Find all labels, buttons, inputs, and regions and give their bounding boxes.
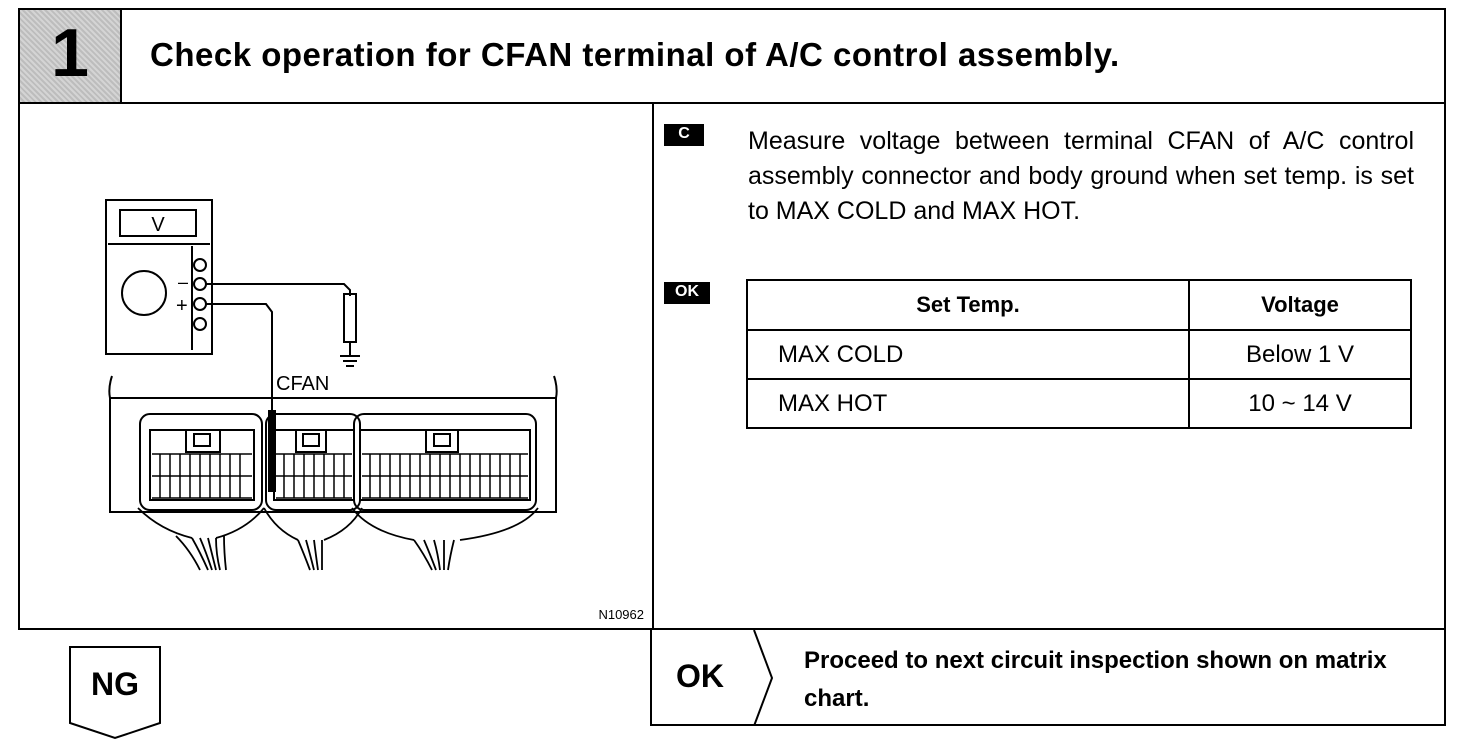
voltmeter-dial bbox=[121, 270, 167, 316]
main-panel: V – + CFAN N10962 bbox=[18, 104, 1446, 630]
spec-table: Set Temp. Voltage MAX COLD Below 1 V MAX… bbox=[746, 279, 1412, 429]
page-title: Check operation for CFAN terminal of A/C… bbox=[150, 36, 1120, 73]
ok-result-box bbox=[650, 630, 1446, 726]
step-number-box: 1 bbox=[20, 10, 122, 102]
column-header-voltage: Voltage bbox=[1188, 279, 1412, 331]
table-header-row: Set Temp. Voltage bbox=[746, 279, 1412, 331]
title-bar: 1 Check operation for CFAN terminal of A… bbox=[18, 8, 1446, 104]
panel-divider bbox=[652, 104, 654, 628]
ng-result-badge bbox=[69, 646, 161, 740]
voltmeter-body bbox=[105, 199, 213, 355]
meter-minus-label: – bbox=[178, 272, 188, 292]
voltmeter-display bbox=[119, 209, 197, 237]
ok-next-step-text: Proceed to next circuit inspection shown… bbox=[804, 647, 1387, 712]
ng-label: NG bbox=[91, 666, 139, 702]
cfan-probe bbox=[268, 410, 276, 492]
ground-probe bbox=[343, 293, 357, 343]
table-row: MAX HOT 10 ~ 14 V bbox=[746, 378, 1412, 429]
cell-voltage: Below 1 V bbox=[1188, 329, 1412, 380]
column-header-set-temp: Set Temp. bbox=[746, 279, 1190, 331]
instruction-text: Measure voltage between terminal CFAN of… bbox=[748, 127, 1414, 225]
wiring-illustration: V – + CFAN N10962 bbox=[20, 104, 652, 628]
voltmeter-connector-diagram: V – + CFAN bbox=[105, 199, 558, 571]
cell-voltage: 10 ~ 14 V bbox=[1188, 378, 1412, 429]
positive-lead bbox=[206, 303, 273, 414]
ok-badge: OK bbox=[664, 282, 710, 304]
cell-set-temp: MAX HOT bbox=[746, 378, 1190, 429]
cell-set-temp: MAX COLD bbox=[746, 329, 1190, 380]
ok-arrow-shape bbox=[753, 630, 774, 726]
meter-plus-label: + bbox=[176, 295, 188, 317]
cfan-terminal-label: CFAN bbox=[276, 373, 329, 395]
table-row: MAX COLD Below 1 V bbox=[746, 329, 1412, 380]
step-number: 1 bbox=[51, 15, 89, 91]
ok-label: OK bbox=[676, 658, 724, 694]
meter-label: V bbox=[151, 214, 165, 236]
figure-code: N10962 bbox=[598, 607, 644, 622]
check-badge: C bbox=[664, 124, 704, 146]
negative-lead bbox=[206, 283, 351, 296]
